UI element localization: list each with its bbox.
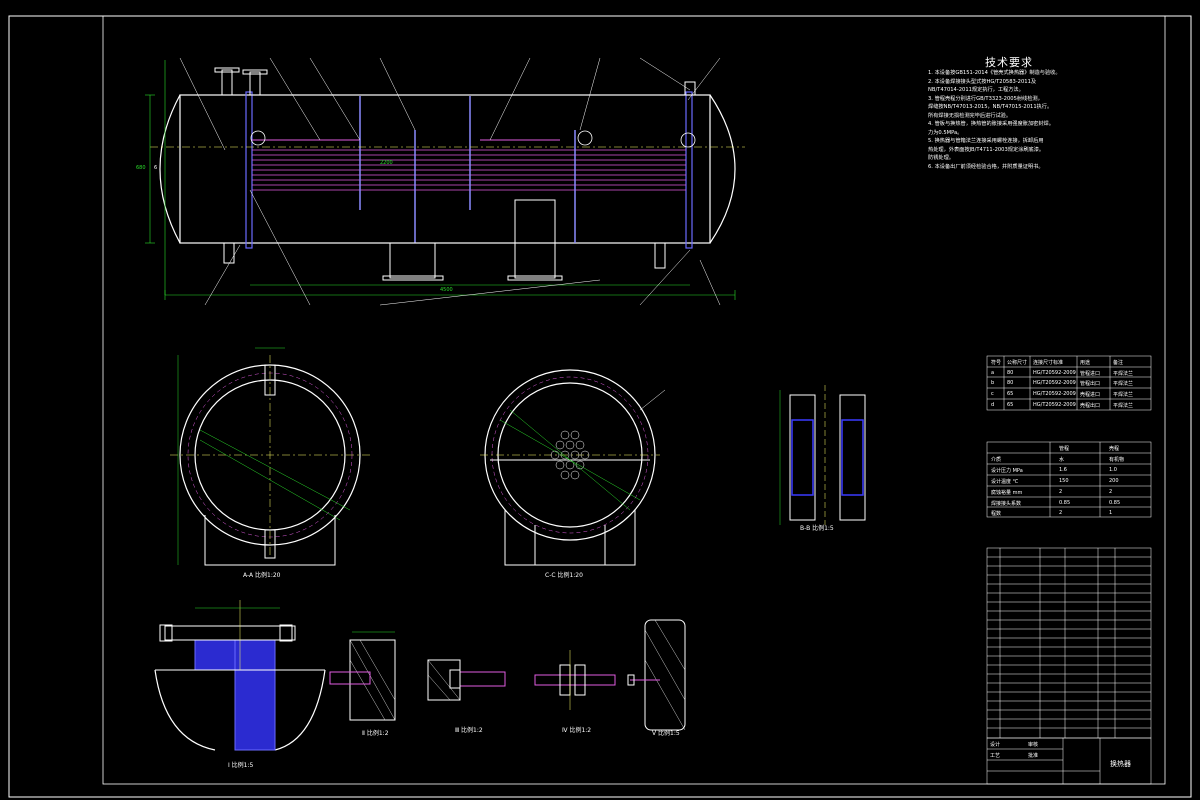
nozzle-table-cell: 80 [1007,380,1014,387]
design-table-cell: 150 [1059,477,1069,484]
design-table-cell: 设计压力 MPa [991,467,1023,474]
design-table-cell: 水 [1059,456,1065,463]
title-block-label: 审核 [1028,742,1039,748]
nozzle-table-cell: a [991,369,995,376]
section-aa-label: A-A 比例1:20 [243,572,281,579]
detail-5-view [627,619,686,731]
detail-1-view [154,600,326,751]
nozzle-table-cell: c [991,391,994,398]
title-block-label: 工艺 [990,753,1001,759]
design-table-cell: 1 [1109,510,1113,517]
dimension-label: 680 [136,165,146,171]
title-block-grid [986,737,1152,785]
dimension-label: 4500 [440,287,453,293]
inner-frame [102,15,1166,785]
section-cc-view [480,369,666,566]
drawing-name: 换热器 [1110,760,1131,768]
design-table-cell: 2 [1059,510,1063,517]
nozzle-table-header-cell: 连接尺寸标准 [1033,360,1064,366]
design-table-cell: 程数 [991,511,1002,518]
nozzle-table-header-cell: 公称尺寸 [1007,360,1028,366]
design-table-cell: 有机物 [1109,456,1125,463]
design-table-cell: 0.85 [1059,499,1071,506]
nozzle-table-cell: 管程出口 [1080,381,1101,388]
detail-3-label: Ⅲ 比例1:2 [455,727,483,734]
technical-requirement-line: 4. 管板与换热管，换热管的胀接采用强度胀加密封焊。 [928,121,1054,127]
nozzle-table-cell: 65 [1007,401,1014,408]
nozzle-table-cell: 65 [1007,391,1014,398]
technical-requirement-line: NB/T47014-2011规定执行，工程方法。 [928,87,1024,93]
nozzle-table-cell: HG/T20592-2009 [1033,401,1076,408]
nozzle-table-header-cell: 用途 [1080,360,1091,366]
technical-requirement-line: 防锈处理。 [928,155,954,161]
nozzle-table-header-cell: 备注 [1113,360,1124,366]
parts-list-grid [986,547,1152,739]
nozzle-table-cell: b [991,380,995,387]
detail-2-label: Ⅱ 比例1:2 [362,730,389,737]
technical-requirement-line: 力为0.5MPa。 [928,129,963,136]
technical-requirement-line: 1. 本设备按GB151-2014《管壳式换热器》制造与验收。 [928,70,1061,76]
title-block-label: 设计 [990,742,1001,748]
detail-3-view [427,659,506,701]
nozzle-table-cell: 壳程出口 [1080,402,1101,409]
nozzle-table-cell: 壳程进口 [1080,392,1101,399]
technical-requirement-line: 所有焊接无损检测完毕后进行试验。 [928,112,1012,119]
dimension-label: 2200 [380,160,393,166]
nozzle-table-cell: HG/T20592-2009 [1033,380,1076,387]
main-elevation-view [145,57,745,306]
design-table-header-cell: 壳程 [1109,446,1120,452]
section-aa-view [170,347,370,566]
section-cc-label: C-C 比例1:20 [545,572,583,579]
design-table-cell: 2 [1059,488,1063,495]
nozzle-table-cell: 平焊法兰 [1113,381,1134,388]
detail-5-label: Ⅴ 比例1:5 [652,730,680,737]
technical-requirement-line: 3. 管程壳程分别进行GB/T3323-2005射线检测， [928,95,1043,102]
design-table-grid [986,441,1152,518]
detail-4-label: Ⅳ 比例1:2 [562,727,592,734]
section-bb-view [779,385,866,525]
nozzle-table-grid [986,355,1152,411]
design-table-header-cell: 管程 [1059,446,1070,452]
dimension-label: 6 [154,165,158,171]
technical-requirement-line: 2. 本设备焊接接头型式按HG/T20583-2011及 [928,78,1037,85]
title-block-label: 批准 [1028,753,1039,759]
design-table-cell: 2 [1109,488,1113,495]
nozzle-table-cell: 平焊法兰 [1113,392,1134,399]
design-table-cell: 1.6 [1059,466,1067,473]
nozzle-table-cell: d [991,401,995,408]
design-table-cell: 0.85 [1109,499,1121,506]
technical-requirement-line: 6. 本设备出厂前须经检验合格，并附质量证明书。 [928,163,1044,170]
design-table-cell: 设计温度 ℃ [991,478,1019,485]
nozzle-table-cell: 平焊法兰 [1113,402,1134,409]
nozzle-table-cell: 管程进口 [1080,370,1101,377]
nozzle-table-header-cell: 符号 [991,360,1002,366]
detail-2-view [329,631,396,721]
section-bb-label: B-B 比例1:5 [800,525,834,532]
technical-requirement-line: 5. 换热器与管箱法兰连接采用螺栓连接，拆卸后用 [928,138,1044,144]
detail-1-label: Ⅰ 比例1:5 [228,762,254,769]
technical-requirement-line: 焊缝按NB/T47013-2015，NB/T47015-2011执行。 [928,104,1053,110]
nozzle-table-cell: HG/T20592-2009 [1033,369,1076,376]
design-table-cell: 腐蚀裕量 mm [991,489,1023,496]
nozzle-table-cell: 平焊法兰 [1113,370,1134,377]
design-table-cell: 1.0 [1109,466,1117,473]
detail-4-view [534,650,616,710]
design-table-cell: 焊接接头系数 [991,500,1022,507]
technical-requirements-title: 技术要求 [985,56,1033,69]
nozzle-table-cell: 80 [1007,369,1014,376]
technical-requirement-line: 热处理，外表面按JB/T4711-2003规定涂刷底漆。 [928,146,1045,153]
design-table-cell: 介质 [991,456,1002,463]
design-table-cell: 200 [1109,477,1119,484]
nozzle-table-cell: HG/T20592-2009 [1033,391,1076,398]
